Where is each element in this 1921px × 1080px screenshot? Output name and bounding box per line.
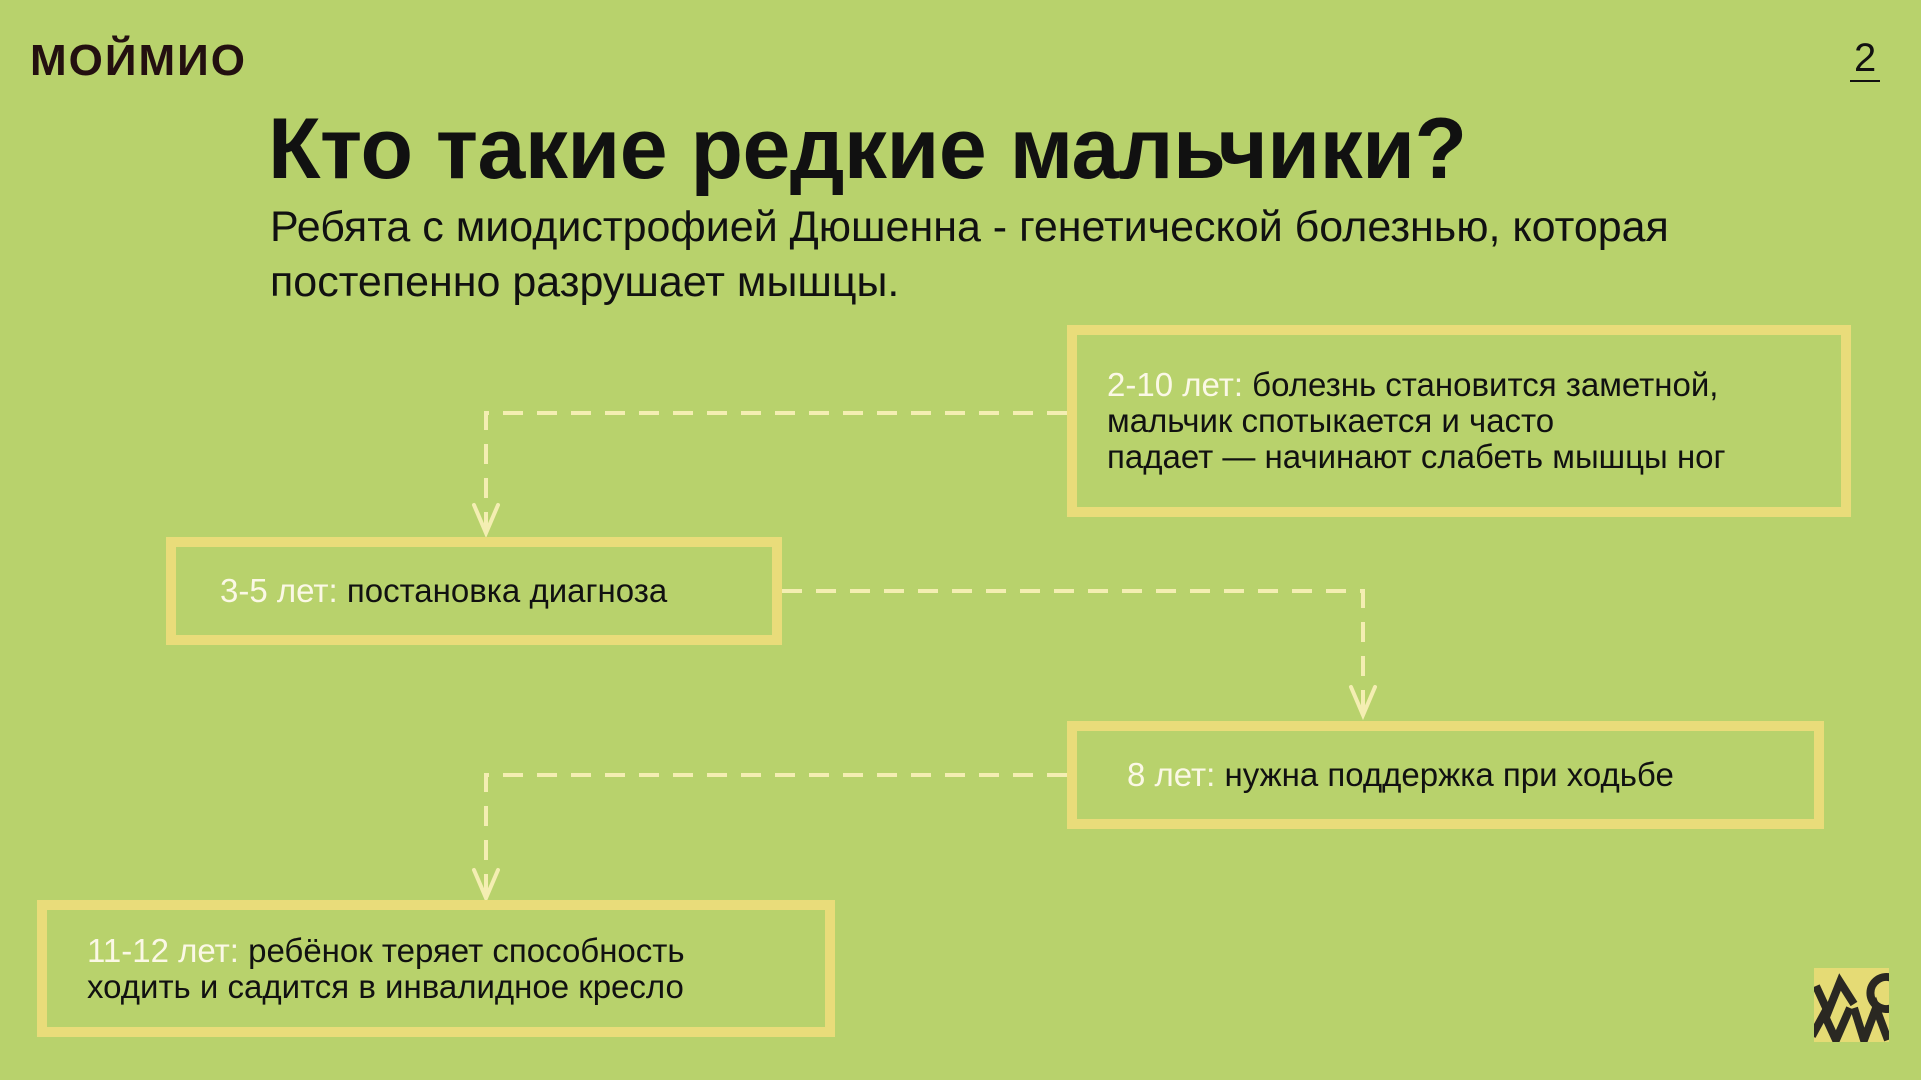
page-subtitle: Ребята с миодистрофией Дюшенна - генетич… xyxy=(270,203,1669,306)
stage-text: нужна поддержка при ходьбе xyxy=(1215,756,1674,793)
arrow-down-icon xyxy=(1349,685,1377,721)
connector-1 xyxy=(484,411,1067,530)
stage-box-2-10: 2-10 лет: болезнь становится заметной, м… xyxy=(1067,325,1851,517)
arrow-down-icon xyxy=(472,503,500,539)
connector-2 xyxy=(782,589,1365,712)
stage-text: ребёнок теряет способность xyxy=(238,931,685,969)
stage-text: болезнь становится заметной, xyxy=(1243,366,1719,403)
arrow-down-icon xyxy=(472,868,500,904)
page-title: Кто такие редкие мальчики? xyxy=(268,101,1467,197)
stage-text: падает — начинают слабеть мышцы ног xyxy=(1107,438,1726,475)
stage-box-3-5: 3-5 лет: постановка диагноза xyxy=(166,537,782,645)
stage-age: 2-10 лет: xyxy=(1107,366,1244,403)
stage-age: 3-5 лет: xyxy=(220,572,338,609)
page-number: 2 xyxy=(1850,36,1881,82)
connector-3 xyxy=(484,773,1067,895)
brand-logo: МОЙМИО xyxy=(30,36,248,85)
stage-box-8: 8 лет: нужна поддержка при ходьбе xyxy=(1067,721,1824,829)
stage-box-11-12: 11-12 лет: ребёнок теряет способность хо… xyxy=(37,900,835,1037)
stage-text: постановка диагноза xyxy=(337,572,668,609)
stage-text: мальчик спотыкается и часто xyxy=(1107,402,1555,439)
stage-text: ходить и садится в инвалидное кресло xyxy=(87,967,684,1005)
stage-age: 8 лет: xyxy=(1127,756,1216,793)
corner-logo-icon xyxy=(1814,968,1889,1042)
stage-age: 11-12 лет: xyxy=(87,931,239,969)
